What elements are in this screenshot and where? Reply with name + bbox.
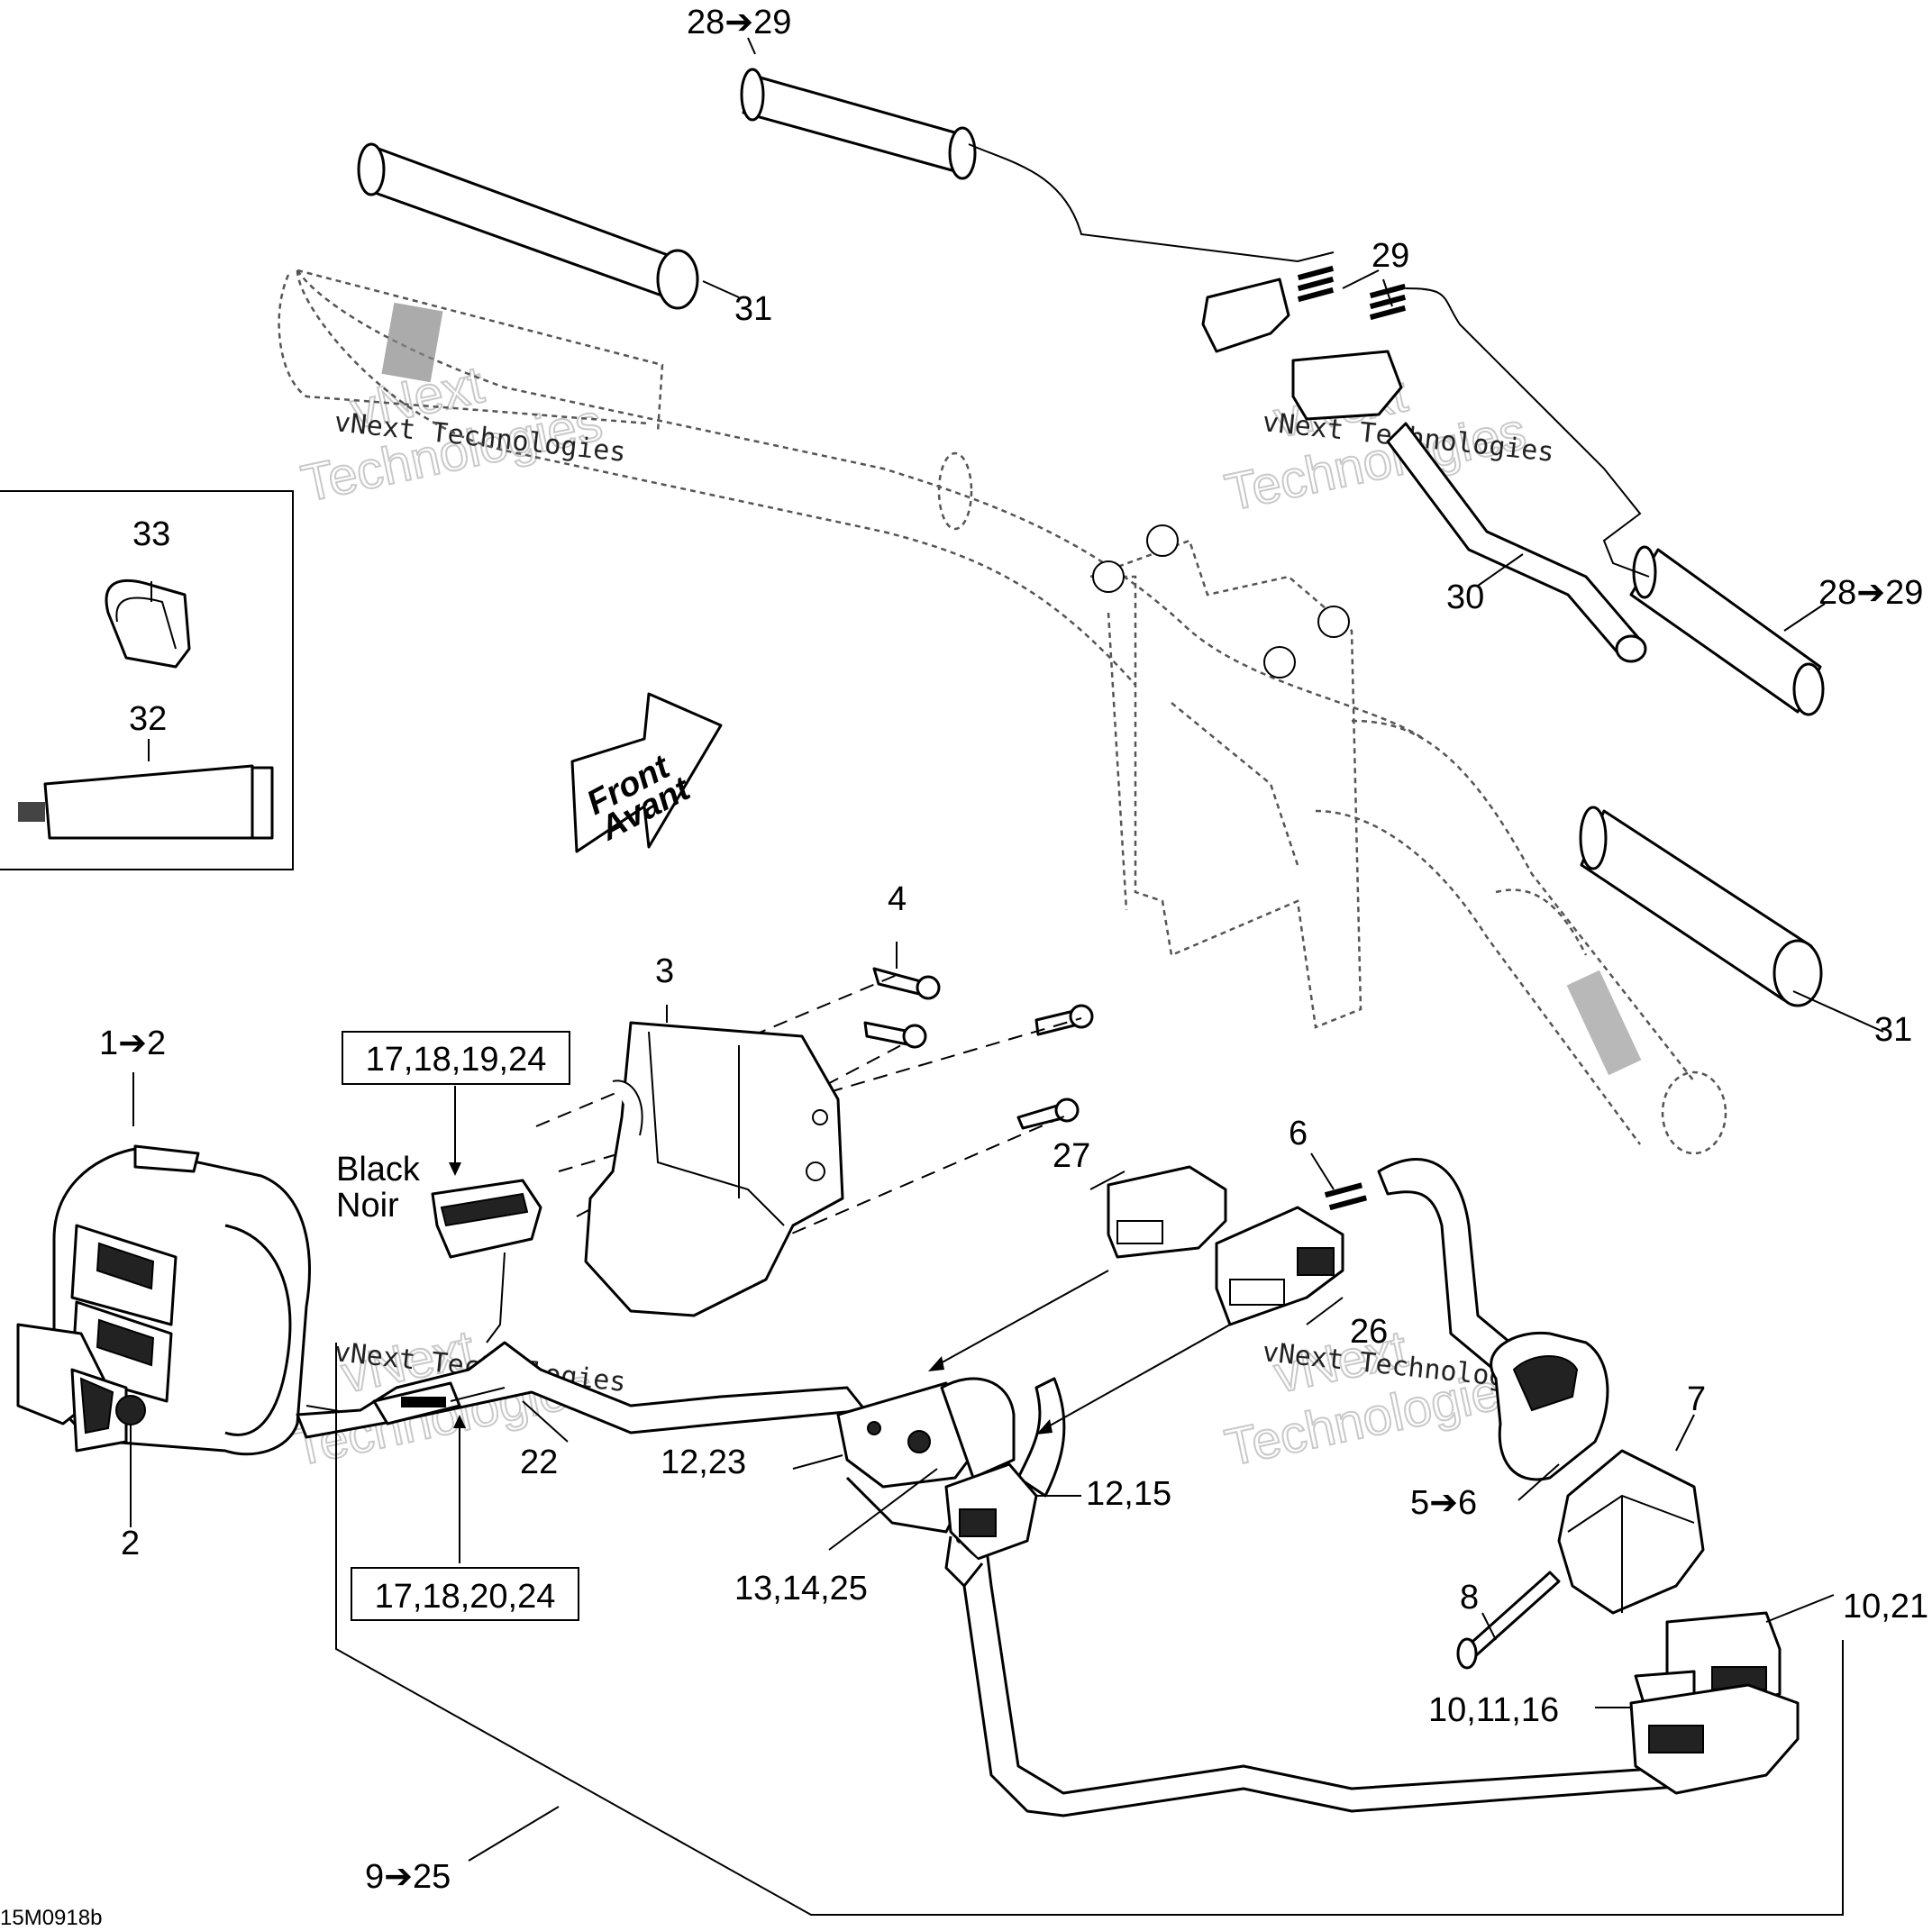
- callout-box-bottom: 17,18,20,24: [351, 1567, 579, 1621]
- connector-29-right: [1291, 283, 1407, 421]
- grip-tube-31-top: [357, 142, 699, 310]
- callout-13-14-25: 13,14,25: [734, 1570, 868, 1608]
- connector-12-15: [944, 1462, 1038, 1588]
- callout-6: 6: [1289, 1115, 1308, 1152]
- module-10-11-16: [1629, 1683, 1800, 1795]
- callout-2: 2: [121, 1525, 140, 1562]
- throttle-cover-7: [1557, 1449, 1705, 1615]
- connector-label-fr: Noir: [336, 1187, 399, 1225]
- callout-22: 22: [520, 1444, 558, 1481]
- grip-heater-top: [740, 68, 1335, 263]
- callout-28-29-right: 28➔29: [1818, 574, 1923, 612]
- left-grip-pattern: [381, 302, 443, 383]
- connector-29-left: [1201, 265, 1335, 353]
- callout-30: 30: [1446, 578, 1484, 616]
- callout-box-bottom-frame: [351, 1567, 579, 1621]
- callout-3: 3: [655, 952, 674, 990]
- callout-5-6: 5➔6: [1410, 1484, 1477, 1522]
- connector-12-23: [836, 1377, 1016, 1534]
- figure-code: 15M0918b: [0, 1906, 102, 1930]
- leader-lines: [130, 37, 1884, 1862]
- callout-box-top-text: 17,18,19,24: [366, 1041, 547, 1079]
- callout-8: 8: [1460, 1579, 1479, 1617]
- terminals-6: [1324, 1182, 1368, 1211]
- grip-tube-31-right: [1579, 806, 1823, 1007]
- callout-7: 7: [1687, 1380, 1706, 1418]
- switch-housing: [584, 1021, 844, 1317]
- callout-10-11-16: 10,11,16: [1428, 1691, 1559, 1729]
- connector-black: [431, 1179, 542, 1344]
- callout-33: 33: [132, 515, 170, 553]
- callout-29: 29: [1372, 237, 1409, 275]
- screws-4: [863, 967, 1094, 1130]
- clamp-bolt-3: [1317, 606, 1350, 638]
- callout-28-29-top: 28➔29: [687, 4, 791, 41]
- handlebar-switch: [16, 1144, 361, 1456]
- callout-9-25: 9➔25: [365, 1858, 451, 1896]
- callout-box-top: 17,18,19,24: [342, 1031, 570, 1085]
- callout-labels: 28➔29 31 29 30 28➔29 31 33 32 4 3 1➔2 2 …: [0, 4, 1928, 1930]
- callout-31-right: 31: [1874, 1011, 1912, 1049]
- callout-27: 27: [1053, 1137, 1090, 1175]
- callout-1-2: 1➔2: [99, 1025, 166, 1062]
- callout-10-21: 10,21: [1843, 1588, 1928, 1626]
- connector-26: [1215, 1206, 1344, 1326]
- clamp-bolt-4: [1263, 646, 1296, 679]
- callout-31-top: 31: [734, 290, 772, 328]
- callout-12-15: 12,15: [1086, 1475, 1171, 1513]
- sealant-tube: [18, 764, 274, 840]
- harness-30: [1386, 422, 1647, 663]
- callout-32: 32: [129, 700, 167, 738]
- callout-4: 4: [888, 880, 907, 918]
- clamp-bolt-1: [1146, 524, 1179, 557]
- throttle-sensor-5: [1490, 1331, 1609, 1481]
- watermark-group: vNext Technologies vNext Technologies vN…: [287, 354, 1555, 1478]
- bracket-9-25: [335, 1343, 1844, 1916]
- connector-label-en: Black: [336, 1151, 421, 1189]
- main-harness: [296, 1158, 1714, 1817]
- clamp-bolt-2: [1092, 560, 1125, 593]
- callout-box-bottom-text: 17,18,20,24: [375, 1578, 556, 1616]
- right-grip-pattern: [1566, 970, 1642, 1076]
- pin-8: [1456, 1571, 1561, 1670]
- accessory-inset: [0, 490, 294, 870]
- handlebar-ghost: [278, 269, 1727, 1155]
- callout-box-top-frame: [342, 1031, 570, 1085]
- connector-27: [1107, 1165, 1227, 1259]
- grip-heater-right: [1405, 287, 1825, 716]
- callout-12-23: 12,23: [661, 1444, 746, 1481]
- connector-lower-left: [372, 1381, 506, 1425]
- callout-26: 26: [1350, 1313, 1388, 1351]
- front-arrow: Front Avant: [570, 692, 723, 853]
